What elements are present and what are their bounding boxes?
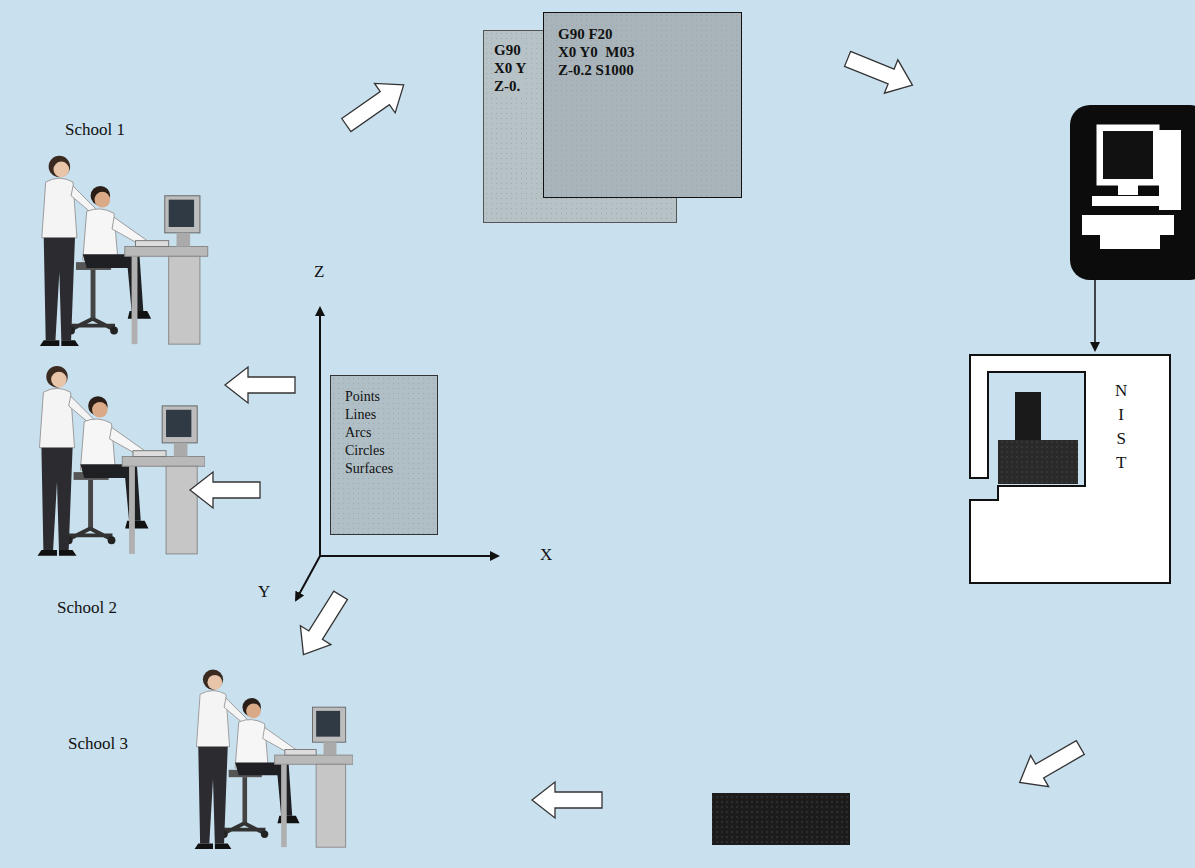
part-texture bbox=[712, 793, 850, 845]
school-label: School 2 bbox=[57, 598, 117, 618]
gcode-card: G90 F20X0 Y0 M03Z-0.2 S1000 bbox=[543, 12, 742, 198]
gcode-line: G90 F20 bbox=[558, 25, 635, 43]
computer-icon bbox=[1070, 105, 1195, 280]
gcode-line: Z-0. bbox=[494, 77, 526, 95]
cnc-machine bbox=[970, 355, 1170, 583]
z-axis bbox=[319, 308, 321, 556]
gcode-line: X0 Y0 M03 bbox=[558, 43, 635, 61]
flow-arrow bbox=[225, 367, 295, 403]
axis-label: Z bbox=[314, 262, 324, 282]
gcode-line: X0 Y bbox=[494, 59, 526, 77]
axis-label: X bbox=[540, 545, 552, 565]
gcode-line: G90 bbox=[494, 41, 526, 59]
geometry-list: Points Lines Arcs Circles Surfaces bbox=[345, 388, 393, 478]
flow-arrow bbox=[1011, 732, 1090, 798]
school-illustration bbox=[40, 156, 208, 346]
flow-arrow bbox=[532, 782, 602, 818]
machined-part bbox=[712, 793, 850, 845]
x-axis bbox=[320, 555, 498, 557]
flow-arrow bbox=[190, 472, 260, 508]
gcode-line: Z-0.2 S1000 bbox=[558, 61, 635, 79]
flow-arrow bbox=[841, 42, 919, 102]
machine-name: N I S T bbox=[1115, 379, 1127, 475]
flow-arrow bbox=[336, 70, 414, 140]
signal-arrow bbox=[1094, 280, 1096, 350]
school-label: School 1 bbox=[65, 120, 125, 140]
school-label: School 3 bbox=[68, 734, 128, 754]
axis-label: Y bbox=[258, 582, 270, 602]
school-illustration bbox=[38, 366, 205, 556]
geometry-box: Points Lines Arcs Circles Surfaces bbox=[330, 375, 438, 535]
y-axis bbox=[296, 556, 320, 600]
machine-label: N I S T bbox=[970, 355, 1170, 583]
school-illustration bbox=[195, 669, 353, 849]
